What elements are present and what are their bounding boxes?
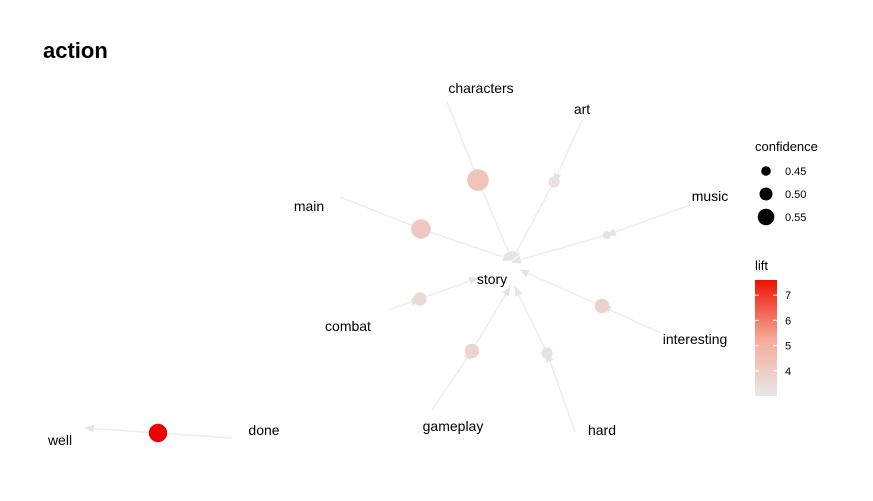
confidence-legend-key [757, 208, 775, 226]
edge-art-to-rule [553, 119, 583, 183]
confidence-legend-label: 0.55 [785, 212, 806, 224]
edge-rule-to-story [511, 181, 555, 261]
edge-done-to-rule [157, 429, 233, 439]
edge-music-to-rule [606, 204, 691, 236]
edge-rule-to-story [514, 286, 548, 354]
item-label-well: well [47, 432, 72, 448]
item-labels: story characters art main music combat interes… [47, 80, 728, 448]
rule-node-hard-story[interactable] [541, 347, 553, 359]
edge-hard-to-rule [546, 352, 576, 433]
edge-rule-to-story [420, 228, 513, 261]
graph-edges [84, 101, 691, 439]
rule-node-music-story[interactable] [603, 231, 611, 239]
edge-main-to-rule [339, 196, 422, 230]
item-label-gameplay: gameplay [423, 418, 484, 434]
item-label-done: done [248, 422, 279, 438]
rule-node-main-story[interactable] [411, 219, 431, 239]
chart-title: action [43, 38, 108, 63]
confidence-legend-key [761, 166, 771, 176]
lift-tick-label: 4 [785, 366, 791, 378]
edge-interesting-to-rule [601, 305, 661, 334]
edge-rule-to-story [511, 234, 608, 264]
item-label-characters: characters [448, 80, 513, 96]
rule-node-gameplay-story[interactable] [464, 343, 480, 359]
edge-rule-to-well [84, 424, 159, 434]
item-label-combat: combat [325, 318, 371, 334]
item-label-hard: hard [588, 422, 616, 438]
edge-rule-to-story [419, 277, 479, 300]
item-label-story: story [477, 271, 507, 287]
edge-rule-to-story [477, 179, 513, 261]
rule-node-combat-story[interactable] [413, 292, 427, 306]
edge-characters-to-rule [446, 101, 479, 181]
lift-tick-label: 5 [785, 341, 791, 353]
lift-legend: lift 4 5 6 7 [755, 258, 791, 396]
rule-node-art-story[interactable] [548, 176, 560, 188]
rule-node-interesting-story[interactable] [594, 298, 610, 314]
edge-gameplay-to-rule [431, 350, 473, 411]
lift-tick-label: 6 [785, 315, 791, 327]
edge-rule-to-story [471, 286, 511, 352]
confidence-legend-title: confidence [755, 139, 818, 154]
lift-tick-label: 7 [785, 290, 791, 302]
edge-rule-to-story [519, 269, 603, 307]
rule-node-done-well[interactable] [148, 423, 168, 443]
rule-nodes [148, 169, 611, 443]
rule-node-characters-story[interactable] [467, 169, 489, 191]
lift-colorbar [755, 280, 777, 396]
confidence-legend: confidence 0.45 0.50 0.55 [755, 139, 818, 226]
item-label-music: music [692, 188, 729, 204]
confidence-legend-label: 0.45 [785, 166, 806, 178]
confidence-legend-key [759, 187, 773, 201]
item-label-interesting: interesting [663, 331, 728, 347]
lift-legend-title: lift [755, 258, 768, 273]
item-label-main: main [294, 198, 324, 214]
confidence-legend-label: 0.50 [785, 189, 806, 201]
item-label-art: art [574, 101, 590, 117]
